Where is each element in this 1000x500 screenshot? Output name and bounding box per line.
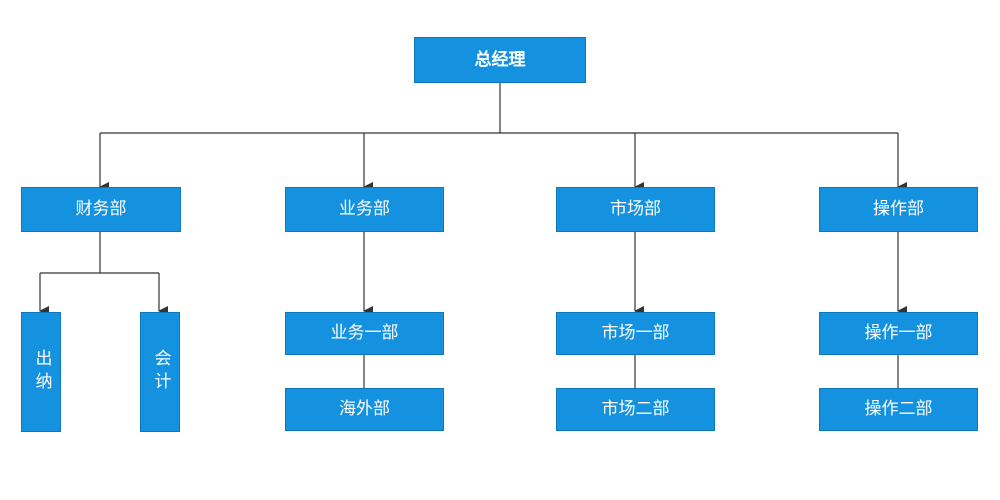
node-market-sub1: 市场一部 — [556, 312, 715, 355]
node-finance-dept: 财务部 — [21, 187, 181, 232]
node-market-sub2: 市场二部 — [556, 388, 715, 431]
node-operation-sub1: 操作一部 — [819, 312, 978, 355]
node-operation-dept: 操作部 — [819, 187, 978, 232]
node-market-dept: 市场部 — [556, 187, 715, 232]
node-accountant: 会计 — [140, 312, 180, 432]
node-general-manager: 总经理 — [414, 37, 586, 83]
node-business-dept: 业务部 — [285, 187, 444, 232]
node-cashier: 出纳 — [21, 312, 61, 432]
node-operation-sub2: 操作二部 — [819, 388, 978, 431]
node-business-sub1: 业务一部 — [285, 312, 444, 355]
node-overseas-dept: 海外部 — [285, 388, 444, 431]
